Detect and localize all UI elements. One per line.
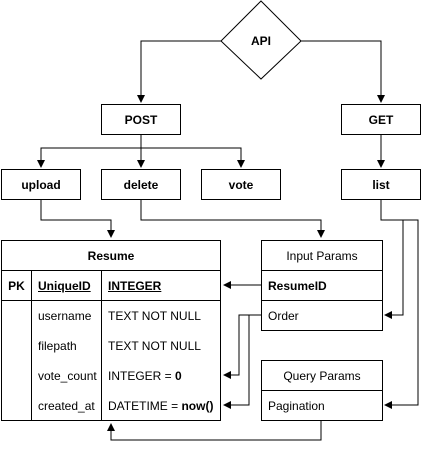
resume-type-uniqueid: INTEGER — [108, 279, 162, 293]
edge-post-vote — [140, 135, 245, 168]
delete-node: delete — [101, 169, 181, 200]
resume-field-created-at: created_at — [38, 399, 95, 413]
query-params-table: Query Params Pagination — [261, 360, 383, 421]
api-diamond — [220, 0, 302, 80]
resume-type-username: TEXT NOT NULL — [108, 309, 201, 323]
resume-field-uniqueid: UniqueID — [38, 279, 91, 293]
input-field-resumeid: ResumeID — [268, 279, 327, 293]
input-field-order: Order — [268, 309, 299, 323]
vote-node: vote — [201, 169, 281, 200]
edge-order-votecount — [223, 314, 261, 379]
edge-post-upload — [37, 135, 142, 168]
input-params-title: Input Params — [262, 241, 382, 271]
edge-pagination-resume — [107, 420, 322, 441]
resume-field-vote-count: vote_count — [38, 369, 97, 383]
resume-name-divider — [101, 271, 102, 420]
query-params-title: Query Params — [262, 361, 382, 391]
upload-node: upload — [1, 169, 81, 200]
resume-pk-label: PK — [8, 279, 25, 293]
get-node: GET — [341, 104, 421, 135]
post-node: POST — [101, 104, 181, 135]
api-node-label: API — [250, 34, 271, 48]
resume-type-filepath: TEXT NOT NULL — [108, 339, 201, 353]
input-params-divider — [262, 300, 382, 301]
edge-list-pagination — [380, 200, 419, 409]
resume-type-created-at-default: now() — [181, 399, 214, 413]
resume-type-created-at: DATETIME = now() — [108, 391, 213, 421]
resume-table: Resume PK UniqueID INTEGER username TEXT… — [1, 240, 221, 421]
resume-type-vote-count: INTEGER = 0 — [108, 361, 182, 391]
resume-type-vote-count-default: 0 — [175, 369, 182, 383]
edge-order-createdat — [223, 314, 261, 409]
resume-key-divider — [31, 271, 32, 420]
edge-api-post — [137, 40, 221, 103]
input-params-table: Input Params ResumeID Order — [261, 240, 383, 331]
list-node: list — [341, 169, 421, 200]
edge-list-order — [380, 200, 404, 319]
resume-table-title: Resume — [2, 241, 220, 271]
resume-type-created-at-prefix: DATETIME = — [108, 399, 182, 413]
edge-delete-input — [140, 200, 325, 238]
query-field-pagination: Pagination — [268, 399, 325, 413]
resume-type-vote-count-prefix: INTEGER = — [108, 369, 176, 383]
edge-upload-resume — [40, 200, 115, 238]
resume-header-divider — [2, 300, 220, 301]
resume-field-username: username — [38, 309, 92, 323]
edge-api-get — [301, 40, 385, 103]
resume-field-filepath: filepath — [38, 339, 77, 353]
